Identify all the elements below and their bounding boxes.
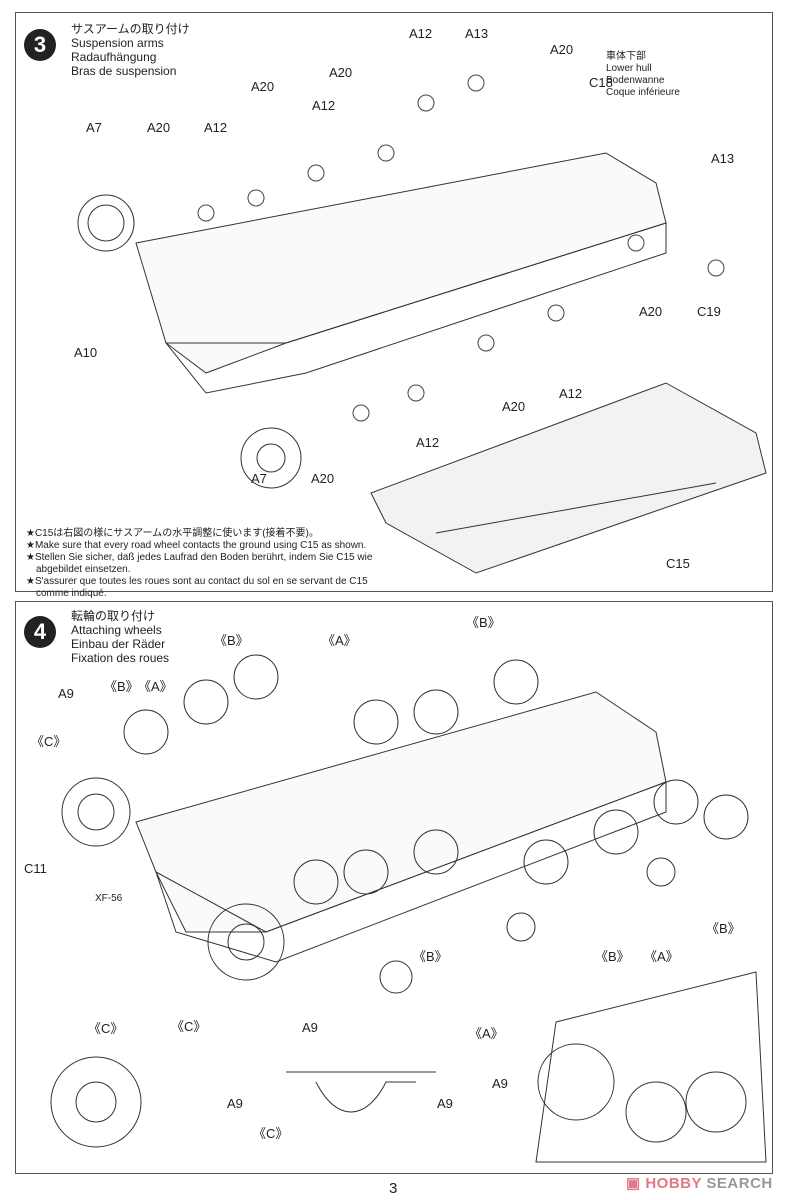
- part-label: A7: [86, 120, 102, 135]
- note-jp: ★C15は右図の様にサスアームの水平調整に使います(接着不要)。: [26, 528, 319, 539]
- lower-hull-en: Lower hull: [606, 63, 652, 74]
- part-label: A20: [329, 65, 353, 80]
- wheel-label: 《C》: [31, 734, 67, 749]
- part-label: A7: [251, 471, 267, 486]
- lower-hull-fr: Coque inférieure: [606, 87, 680, 98]
- step-number-badge: 3: [24, 29, 56, 61]
- part-label: A20: [147, 120, 171, 135]
- step-number-badge: 4: [24, 616, 56, 648]
- attaching-wheels-diagram: [50, 654, 767, 1163]
- title-fr: Fixation des roues: [71, 651, 170, 665]
- page-number: 3: [389, 1180, 398, 1197]
- step-title: サスアームの取り付け Suspension arms Radaufhängung…: [71, 22, 190, 78]
- lower-hull-jp: 車体下部: [606, 51, 646, 62]
- watermark-brand-b: SEARCH: [706, 1175, 773, 1192]
- part-label: A20: [502, 399, 526, 414]
- part-label: C15: [666, 556, 690, 571]
- part-label: A9: [227, 1096, 243, 1111]
- step-3-panel: 3 サスアームの取り付け Suspension arms Radaufhängu…: [15, 12, 773, 599]
- wheel-label: 《B》: [595, 949, 630, 964]
- part-label: A12: [204, 120, 228, 135]
- part-label: A20: [251, 79, 275, 94]
- watermark-brand-a: HOBBY: [645, 1175, 702, 1192]
- part-label: A9: [58, 686, 74, 701]
- watermark: ▣ HOBBY SEARCH: [626, 1174, 773, 1192]
- part-label: A9: [437, 1096, 453, 1111]
- lower-hull-caption: 車体下部 Lower hull Bodenwanne Coque inférie…: [606, 51, 680, 99]
- part-label: A12: [312, 98, 336, 113]
- part-label: A13: [711, 151, 735, 166]
- wheel-label: 《A》: [469, 1026, 504, 1041]
- part-label: A9: [302, 1020, 318, 1035]
- title-en: Suspension arms: [71, 36, 164, 50]
- part-label: A10: [74, 345, 98, 360]
- part-label: A20: [639, 304, 663, 319]
- hobby-search-logo-icon: ▣: [626, 1175, 646, 1192]
- assembly-notes: ★C15は右図の様にサスアームの水平調整に使います(接着不要)。 ★Make s…: [26, 528, 386, 600]
- part-label: C18: [589, 75, 613, 90]
- note-de: ★Stellen Sie sicher, daß jedes Laufrad d…: [26, 552, 373, 575]
- wheel-label: 《A》: [322, 633, 357, 648]
- wheel-label: 《B》: [214, 633, 249, 648]
- note-fr: ★S'assurer que toutes les roues sont au …: [26, 576, 368, 599]
- step-4-panel: 4 転輪の取り付け Attaching wheels Einbau der Rä…: [15, 601, 773, 1174]
- part-label: A12: [409, 26, 433, 41]
- part-label: A20: [550, 42, 574, 57]
- part-label: A20: [311, 471, 335, 486]
- step-title: 転輪の取り付け Attaching wheels Einbau der Räde…: [71, 609, 169, 665]
- title-en: Attaching wheels: [71, 623, 162, 637]
- part-label: C19: [697, 304, 721, 319]
- title-fr: Bras de suspension: [71, 64, 177, 78]
- wheel-label: 《B》: [413, 949, 448, 964]
- wheel-label: 《C》: [253, 1126, 289, 1141]
- paint-label: XF-56: [95, 893, 123, 904]
- wheel-label: 《B》: [104, 679, 139, 694]
- part-label: A12: [559, 386, 583, 401]
- wheel-label: 《B》: [466, 615, 501, 630]
- wheel-label: 《B》: [706, 921, 741, 936]
- note-en: ★Make sure that every road wheel contact…: [26, 540, 367, 551]
- wheel-label: 《C》: [88, 1021, 124, 1036]
- part-label: A9: [492, 1076, 508, 1091]
- title-jp: 転輪の取り付け: [71, 609, 156, 623]
- title-jp: サスアームの取り付け: [71, 22, 190, 36]
- wheel-label: 《A》: [644, 949, 679, 964]
- part-label: A13: [465, 26, 489, 41]
- suspension-arms-diagram: [77, 74, 767, 574]
- title-de: Einbau der Räder: [71, 637, 166, 651]
- lower-hull-de: Bodenwanne: [606, 75, 665, 86]
- part-label: C11: [24, 861, 47, 876]
- title-de: Radaufhängung: [71, 50, 157, 64]
- wheel-label: 《C》: [171, 1019, 207, 1034]
- part-label: A12: [416, 435, 440, 450]
- wheel-label: 《A》: [138, 679, 173, 694]
